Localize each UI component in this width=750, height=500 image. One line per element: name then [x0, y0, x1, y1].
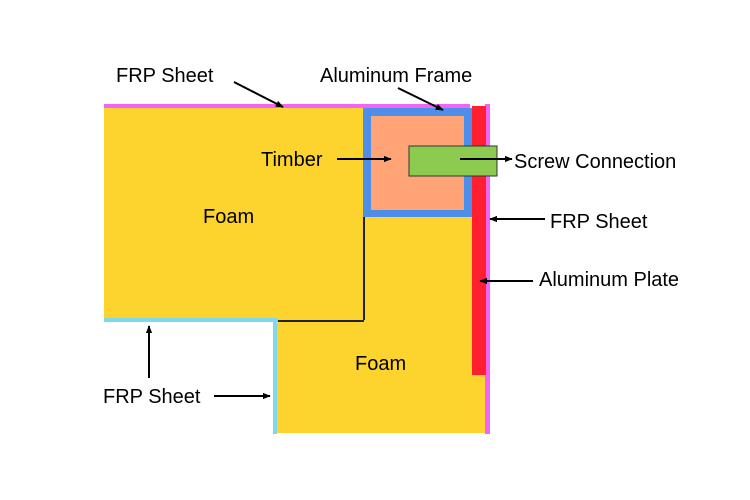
label-frp-sheet-bottom: FRP Sheet [103, 386, 201, 408]
label-timber: Timber [261, 149, 323, 171]
foam-upper-block [104, 108, 364, 320]
frp-sheet-top [104, 104, 470, 108]
frp-sheet-bottom-vertical [273, 320, 277, 434]
frp-sheet-right [485, 104, 490, 434]
label-foam-upper: Foam [203, 206, 254, 228]
label-frp-sheet-right: FRP Sheet [550, 211, 648, 233]
label-aluminum-plate: Aluminum Plate [539, 269, 679, 291]
label-screw-connection: Screw Connection [514, 151, 676, 173]
label-foam-lower: Foam [355, 353, 406, 375]
frp-sheet-bottom-horizontal [104, 318, 278, 322]
arrow-frp-sheet-top [233, 81, 284, 108]
screw-connection [408, 145, 498, 177]
label-frp-sheet-top: FRP Sheet [116, 65, 214, 87]
label-aluminum-frame: Aluminum Frame [320, 65, 472, 87]
arrow-aluminum-frame [397, 87, 444, 111]
